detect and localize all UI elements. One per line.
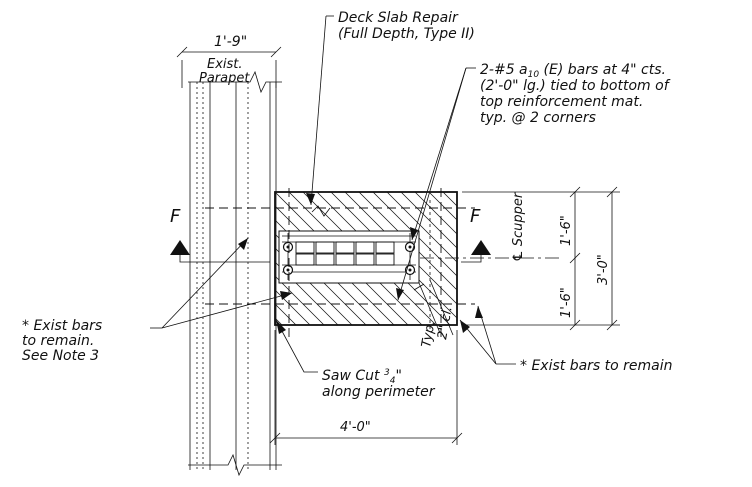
repair-area [274, 191, 458, 326]
exist-bars-right-callout: * Exist bars to remain [459, 305, 673, 374]
deck-repair-label-1: Deck Slab Repair [338, 10, 459, 26]
bars-note-line-4: typ. @ 2 corners [480, 110, 596, 126]
section-left-label: F [170, 206, 181, 227]
dim-total-height-label: 3'-0" [596, 254, 611, 285]
typ-label: Typ. [419, 320, 438, 349]
dim-bottom-label: 1'-6" [559, 287, 574, 318]
exist-parapet-label-2: Parapet [199, 71, 250, 86]
bars-note-callout: 2-#5 a10 (E) bars at 4" cts. (2'-0" lg.)… [396, 62, 671, 301]
exist-bars-left-1: * Exist bars [22, 318, 102, 334]
clear-cover-label: 2" cl. [435, 305, 456, 340]
section-marker-left: F [170, 206, 270, 263]
width-dimension: 4'-0" [269, 330, 463, 445]
dim-top-label: 1'-6" [559, 215, 574, 246]
scupper-centerline: ℄ Scupper [420, 191, 560, 262]
exist-bars-left-3: See Note 3 [22, 348, 99, 364]
section-marker-right: F [461, 206, 491, 263]
parapet-width-dimension: 1'-9" [176, 34, 282, 88]
parapet-width-label: 1'-9" [214, 34, 247, 50]
parapet-break-line-bottom [188, 453, 282, 477]
reinforcement-bars [295, 241, 395, 266]
parapet-break-line-top [188, 70, 282, 94]
saw-cut-line-1: Saw Cut 34" [322, 368, 402, 386]
bars-note-line-3: top reinforcement mat. [480, 94, 643, 110]
section-right-label: F [470, 206, 481, 227]
deck-repair-label-2: (Full Depth, Type II) [338, 26, 475, 42]
bars-note-line-1: 2-#5 a10 (E) bars at 4" cts. [480, 62, 666, 80]
saw-cut-callout: Saw Cut 34" along perimeter [275, 319, 436, 400]
existing-parapet [188, 70, 282, 477]
bars-note-line-2: (2'-0" lg.) tied to bottom of [480, 78, 671, 94]
clear-cover-dimension: 2" cl. Typ. [413, 279, 456, 349]
exist-parapet-label-1: Exist. [207, 57, 243, 72]
saw-cut-line-2: along perimeter [322, 384, 436, 400]
dim-width-label: 4'-0" [340, 420, 371, 435]
exist-bars-right-label: * Exist bars to remain [520, 358, 673, 374]
exist-bars-left-callout: * Exist bars to remain. See Note 3 [22, 237, 293, 364]
vertical-dimensions: 1'-6" 1'-6" 3'-0" [462, 186, 620, 331]
scupper-cl-label: ℄ Scupper [511, 191, 526, 262]
deck-slab-repair-callout: Deck Slab Repair (Full Depth, Type II) [306, 10, 475, 206]
exist-bars-left-2: to remain. [22, 333, 94, 349]
